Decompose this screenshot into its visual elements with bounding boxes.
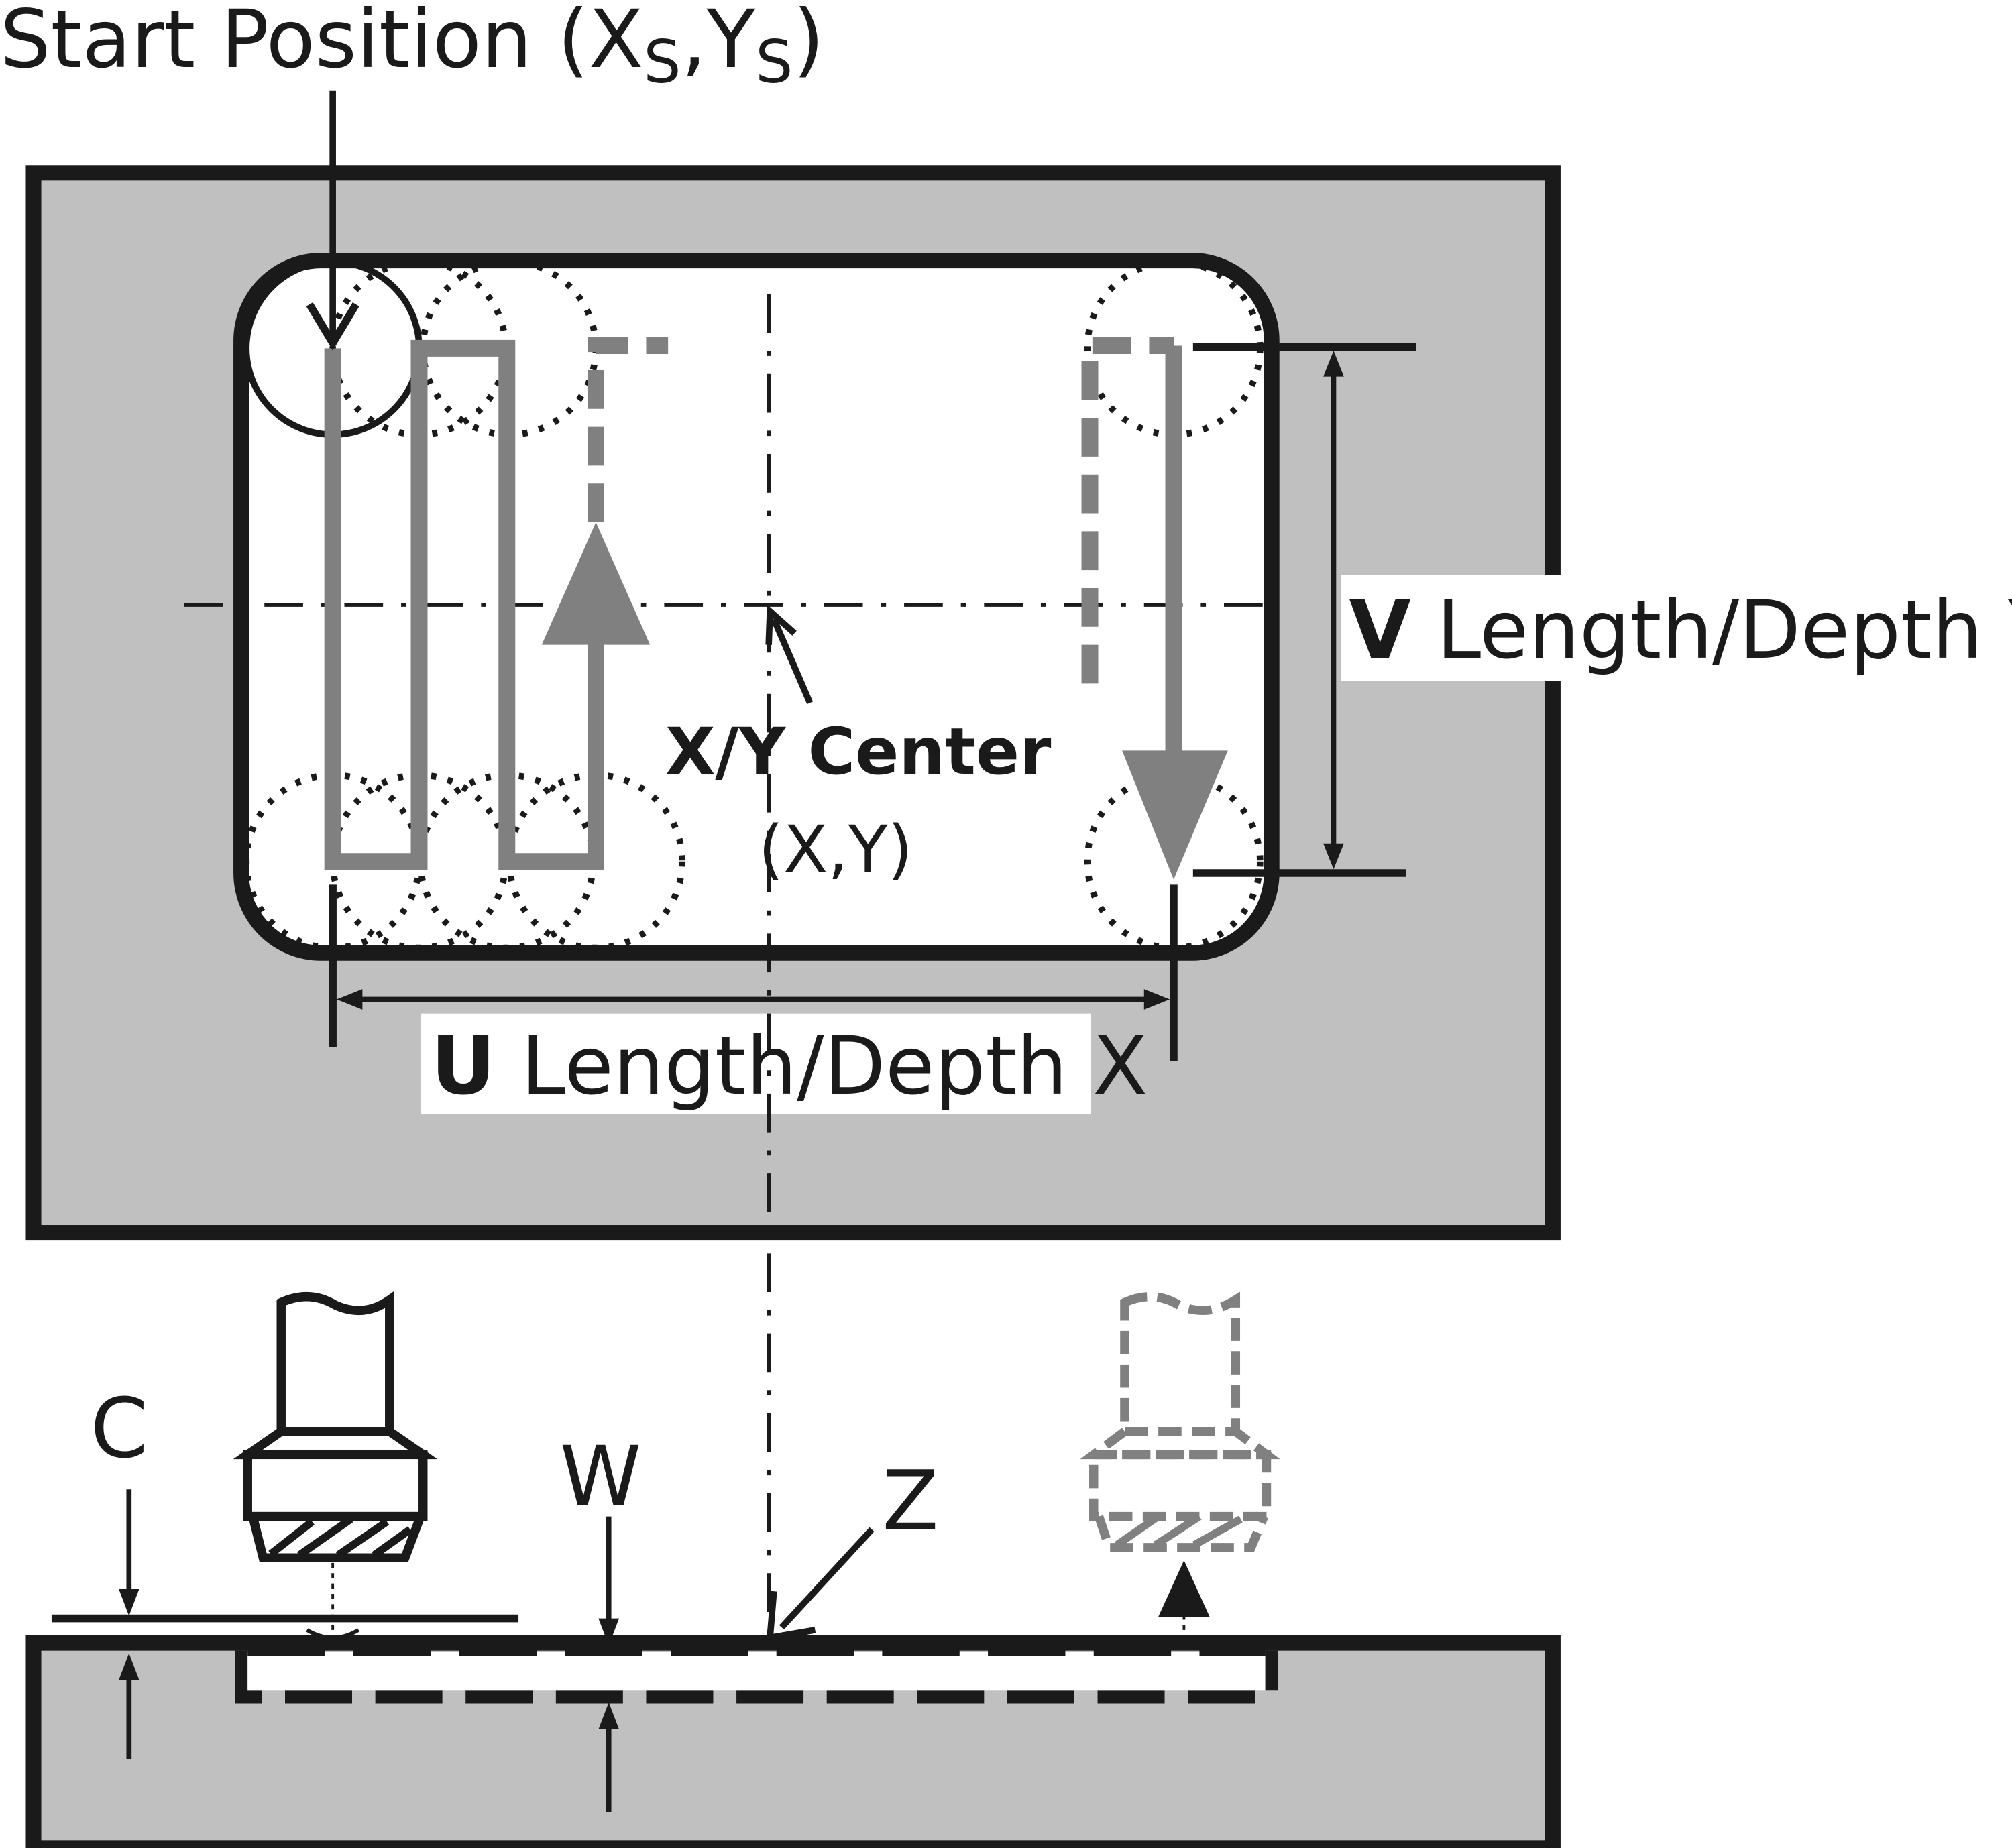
c-label: C xyxy=(91,1381,148,1477)
start-position-label: Start Position (XS,YS) xyxy=(0,0,824,97)
z-label: Z xyxy=(882,1454,938,1550)
pocket-profile xyxy=(235,1650,1278,1704)
z-arrowhead xyxy=(766,1591,816,1642)
retract-arrowhead xyxy=(1158,1560,1210,1617)
z-arrow xyxy=(779,1527,875,1630)
u-dimension-label: U Length/Depth X xyxy=(431,1020,1148,1113)
toolpath-dashed-left xyxy=(587,337,669,522)
center-coords-label: (X,Y) xyxy=(759,812,913,887)
center-title-label: X/Y Center xyxy=(665,714,1052,789)
v-label-bg-right xyxy=(1553,575,2012,681)
pocket-cavity xyxy=(247,1652,1266,1691)
center-pointer-arrowhead xyxy=(765,604,797,645)
start-position-arrowhead xyxy=(306,302,359,351)
w-label: W xyxy=(560,1429,642,1525)
u-label-bg xyxy=(420,1013,1091,1114)
v-dimension-label: V Length/Depth Y xyxy=(1349,584,2012,677)
top-view xyxy=(25,90,2012,1812)
center-pointer-arrow xyxy=(771,618,814,705)
end-mill-tool-left xyxy=(233,1291,438,1640)
toolpath-arrow-up xyxy=(541,522,651,645)
u-dimension xyxy=(329,884,1178,1061)
toolpath-arrow-down xyxy=(1122,750,1228,880)
side-view xyxy=(25,1291,1561,1848)
zigzag-toolpath xyxy=(324,339,604,870)
end-mill-tool-right-retract xyxy=(1080,1291,1280,1552)
v-dimension xyxy=(1192,343,1416,877)
v-label-bg xyxy=(1341,575,1553,681)
